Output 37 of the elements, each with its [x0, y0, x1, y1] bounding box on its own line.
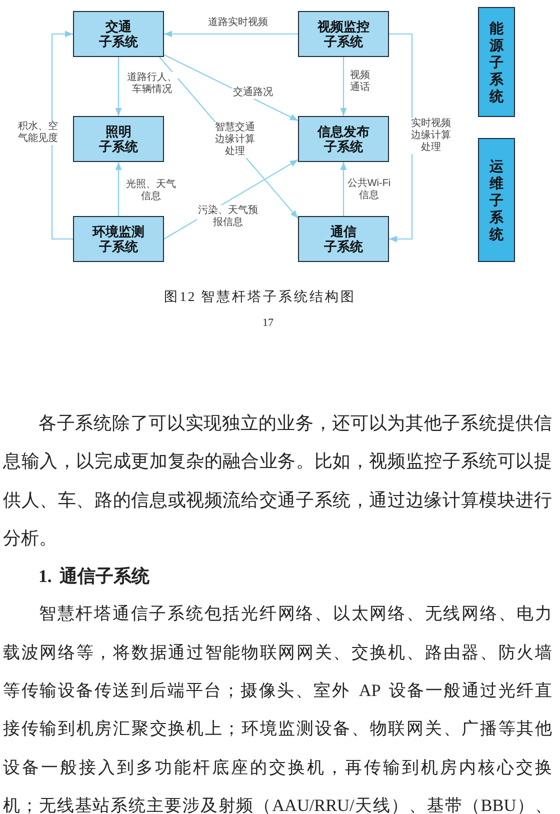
edge-label: 道路实时视频	[207, 17, 269, 29]
box-label: 交通子系统	[99, 19, 138, 49]
paragraph: 各子系统除了可以实现独立的业务，还可以为其他子系统提供信息输入，以完成更加复杂的融合业务。比如，视频监控子系统可以提供人、车、路的信息或视频流给交通子系统，通过边缘计算模块进行分析。	[3, 412, 552, 550]
page-number: 17	[262, 317, 274, 329]
box-label: 通信子系统	[324, 224, 363, 254]
edge-label: 光照、天气信息	[125, 179, 177, 203]
figure-caption: 图12 智慧杆塔子系统结构图	[164, 288, 356, 306]
process-box	[298, 11, 389, 57]
process-box	[478, 7, 515, 117]
process-box	[73, 116, 164, 162]
edge-label: 交通路况	[232, 87, 274, 99]
process-box	[298, 116, 389, 162]
arrow	[340, 162, 347, 216]
edge-label: 视频通话	[349, 70, 371, 94]
process-box	[298, 216, 389, 262]
box-label: 照明子系统	[99, 124, 138, 154]
arrow	[164, 30, 298, 38]
arrow	[115, 57, 122, 116]
edge-label: 实时视频边缘计算处理	[410, 118, 452, 154]
paragraph: 智慧杆塔通信子系统包括光纤网络、以太网络、无线网络、电力载波网络等，将数据通过智能物联网网关、交换机、路由器、防火墙等传输设备传送到后端平台；摄像头、室外 AP 设备一般通过光纤直接传输到机房汇聚交换机上；环境监测设备、物联网关、广播等其他设备一般接入到多功能杆底座的交换机，再传输到机房内核心交换机；无线基站系统主要涉及射频（AAU/RRU/天线）、基带（BBU）、	[3, 603, 552, 814]
arrow	[340, 57, 347, 116]
process-box	[73, 11, 164, 57]
edge-label: 积水、空气能见度	[17, 121, 59, 145]
arrow	[115, 162, 122, 216]
edge-label: 道路行人、车辆情况	[126, 72, 178, 96]
edge-label: 智慧交通边缘计算处理	[214, 122, 256, 158]
process-box	[73, 216, 164, 262]
arrow	[51, 30, 73, 240]
edge-label: 公共Wi-Fi信息	[346, 178, 392, 202]
edge-label: 污染、天气预报信息	[197, 205, 259, 229]
box-label: 环境监测子系统	[92, 224, 144, 254]
box-label: 能源子系统	[490, 20, 504, 104]
process-box	[478, 138, 515, 262]
section-heading: 1. 通信子系统	[38, 566, 150, 586]
box-label: 运维子系统	[490, 158, 504, 242]
box-label: 视频监控子系统	[318, 19, 370, 49]
box-label: 信息发布子系统	[318, 124, 370, 154]
